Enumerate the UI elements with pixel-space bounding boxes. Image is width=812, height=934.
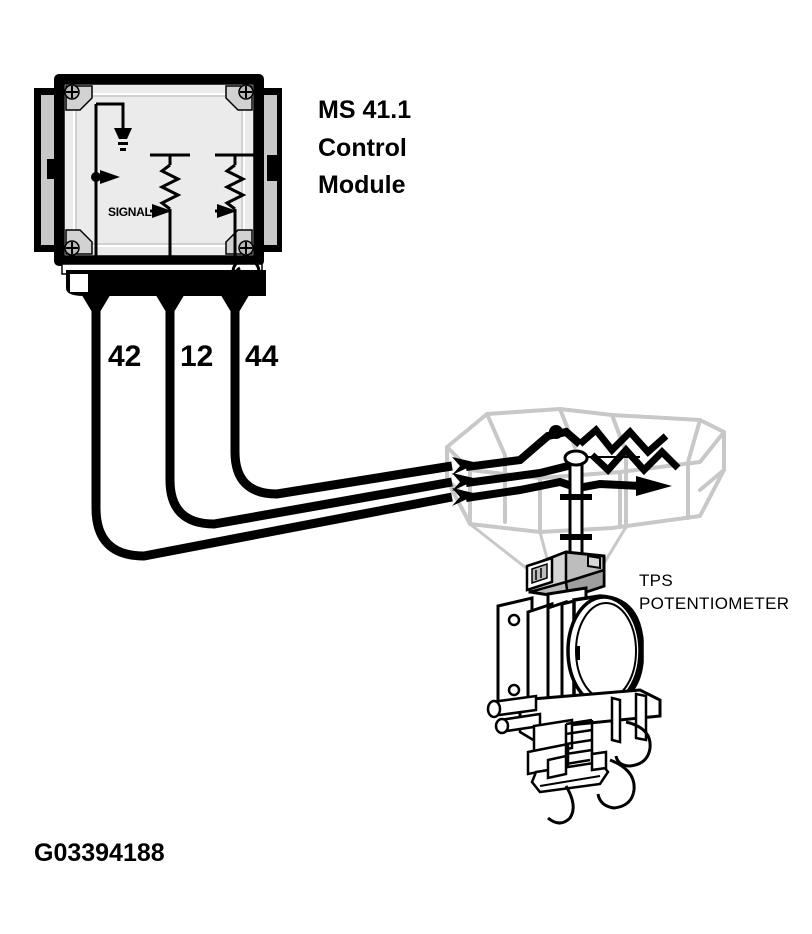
tps-label-line-1: TPS <box>639 571 673 590</box>
pull-up-resistor-2 <box>215 153 255 268</box>
throttle-lever-hooks <box>547 720 652 825</box>
module-left-flange <box>34 88 60 252</box>
pot-wiper-feed-trace <box>465 460 577 487</box>
circuit-ground-branch <box>96 102 125 128</box>
wire-44-path <box>230 300 453 499</box>
pot-wiper-shaft <box>560 449 592 574</box>
pot-resistor-upper <box>577 424 669 457</box>
reference-arrow-icon <box>91 170 120 184</box>
throttle-bore-inner <box>575 602 637 700</box>
vacuum-ports <box>486 694 542 735</box>
tps-label-line-2: POTENTIOMETER <box>639 594 789 613</box>
pot-resistor-lower <box>589 444 681 476</box>
wire-12-path <box>165 300 453 529</box>
module-face-panel <box>63 83 255 257</box>
wire-termination-arrows <box>452 457 478 506</box>
module-title-block: MS 41.1 Control Module <box>318 96 411 199</box>
pot-lower-feed-trace <box>465 477 641 502</box>
module-title-line-1: MS 41.1 <box>318 96 411 124</box>
signal-label: SIGNAL <box>108 205 152 219</box>
module-title-line-2: Control <box>318 134 407 162</box>
potentiometer-schematic <box>452 424 681 574</box>
tps-label-block: TPS POTENTIOMETER <box>639 571 789 613</box>
pot-lower-feed-arrow <box>636 476 672 496</box>
screw-top-left <box>64 84 93 111</box>
pull-up-resistor-1 <box>150 153 190 268</box>
signal-tap-arrow-2 <box>215 204 237 218</box>
pot-upper-junction-dot <box>549 425 563 439</box>
wire-label-42: 42 <box>108 340 141 373</box>
module-connector-block <box>61 257 266 296</box>
wire-label-12: 12 <box>180 340 213 373</box>
module-internal-circuit <box>94 102 125 268</box>
screw-bottom-left <box>64 229 93 256</box>
throttle-body-barrel <box>496 594 644 713</box>
pot-upper-feed-trace <box>465 427 583 471</box>
module-corner-screws <box>64 84 254 256</box>
throttle-linkage-assembly <box>526 718 652 825</box>
wire-42-path <box>91 300 453 561</box>
wire-harness <box>91 300 453 561</box>
resistor-zigzag-1 <box>158 163 182 211</box>
control-module-graphic: SIGNAL <box>34 74 282 322</box>
reference-code: G03394188 <box>34 839 165 867</box>
resistor-zigzag-2 <box>223 163 247 211</box>
wire-label-44: 44 <box>245 340 279 373</box>
ghost-housing-outline <box>445 407 726 534</box>
throttle-body-assembly <box>486 550 662 825</box>
screw-bottom-right <box>225 229 254 256</box>
ground-icon <box>114 128 132 151</box>
screw-top-right <box>225 84 254 111</box>
signal-tap-arrow-1 <box>150 204 172 218</box>
wire-number-labels: 42 12 44 <box>108 340 279 373</box>
return-spring-icon <box>564 718 594 766</box>
module-title-line-3: Module <box>318 171 406 199</box>
